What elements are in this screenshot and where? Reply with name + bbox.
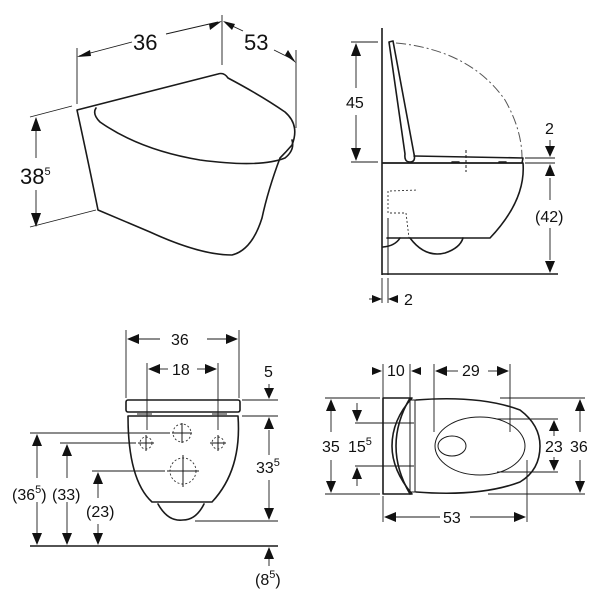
dim-top-opening-length: 29 — [462, 363, 480, 380]
dim-perspective-depth: 53 — [244, 30, 268, 55]
dim-side-lid-height: 45 — [346, 95, 364, 112]
perspective-seat — [93, 107, 294, 165]
perspective-view: 36 53 385 — [20, 15, 297, 256]
dim-perspective-height: 385 — [20, 164, 51, 189]
dim-top-opening-width: 23 — [545, 439, 563, 456]
dim-front-seat-gap: 5 — [264, 364, 273, 381]
top-view: 10 29 53 35 155 — [322, 363, 588, 527]
dim-top-seat-width: 35 — [322, 439, 340, 456]
dim-front-h1: (365) — [12, 484, 47, 504]
dim-top-hinge-spacing: 155 — [348, 436, 372, 456]
dim-front-h2: (33) — [52, 487, 80, 504]
dim-front-fixing-spacing: 18 — [172, 362, 190, 379]
side-lid — [388, 40, 416, 163]
front-view: 36 18 5 335 (3 — [12, 330, 281, 589]
dim-front-floor: (85) — [255, 569, 281, 589]
dim-side-seat-height: (42) — [535, 209, 563, 226]
dim-top-total-length: 53 — [443, 510, 461, 527]
dim-perspective-width: 36 — [133, 30, 157, 55]
dim-front-width: 36 — [171, 332, 189, 349]
dim-front-h3: (23) — [86, 504, 114, 521]
dim-side-wall-gap: 2 — [404, 292, 413, 309]
side-view: 45 2 (42) 2 — [346, 28, 563, 309]
perspective-bowl-outline — [76, 72, 296, 256]
dim-top-hinge-depth: 10 — [387, 363, 405, 380]
dim-top-bowl-width: 36 — [570, 439, 588, 456]
dim-side-seat-thickness: 2 — [545, 121, 554, 138]
dim-front-bowl-height: 335 — [256, 457, 280, 477]
